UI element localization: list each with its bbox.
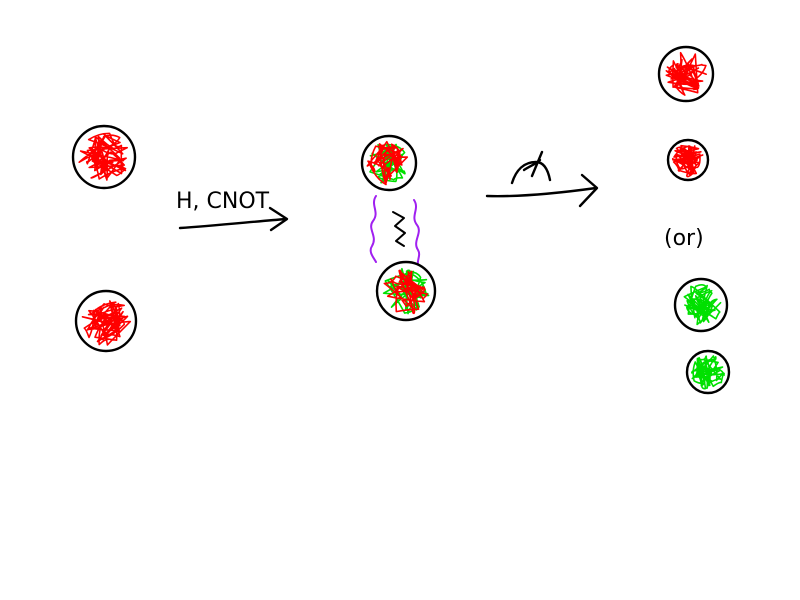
gate-label: H, CNOT <box>176 189 270 214</box>
entangled-qubit-top <box>360 134 418 192</box>
state-zero-scribble <box>665 51 707 96</box>
state-zero-scribble <box>81 300 132 346</box>
superposition-scribble <box>382 267 430 315</box>
meter-icon <box>510 150 552 185</box>
outcome-a-qubit-top <box>657 45 715 103</box>
gate-arrow: H, CNOT <box>176 189 289 232</box>
outcome-b-qubit-bottom <box>685 349 731 395</box>
or-label: (or) <box>664 226 704 251</box>
measure-arrow <box>485 150 599 208</box>
initial-qubit-bottom <box>74 289 138 353</box>
entanglement-zigzag <box>392 211 406 247</box>
state-one-scribble <box>683 284 722 326</box>
entanglement-squiggle-right <box>413 199 421 265</box>
entangled-qubit-bottom <box>375 260 437 322</box>
state-zero-scribble <box>78 132 128 181</box>
initial-qubit-top <box>71 124 137 190</box>
state-zero-scribble <box>671 144 704 178</box>
superposition-scribble <box>366 140 409 186</box>
entanglement-squiggle-left <box>369 195 377 263</box>
state-one-scribble <box>691 355 725 390</box>
entanglement-link <box>369 195 421 265</box>
outcome-b-qubit-top <box>673 277 729 333</box>
outcome-a-qubit-bottom <box>666 138 710 182</box>
